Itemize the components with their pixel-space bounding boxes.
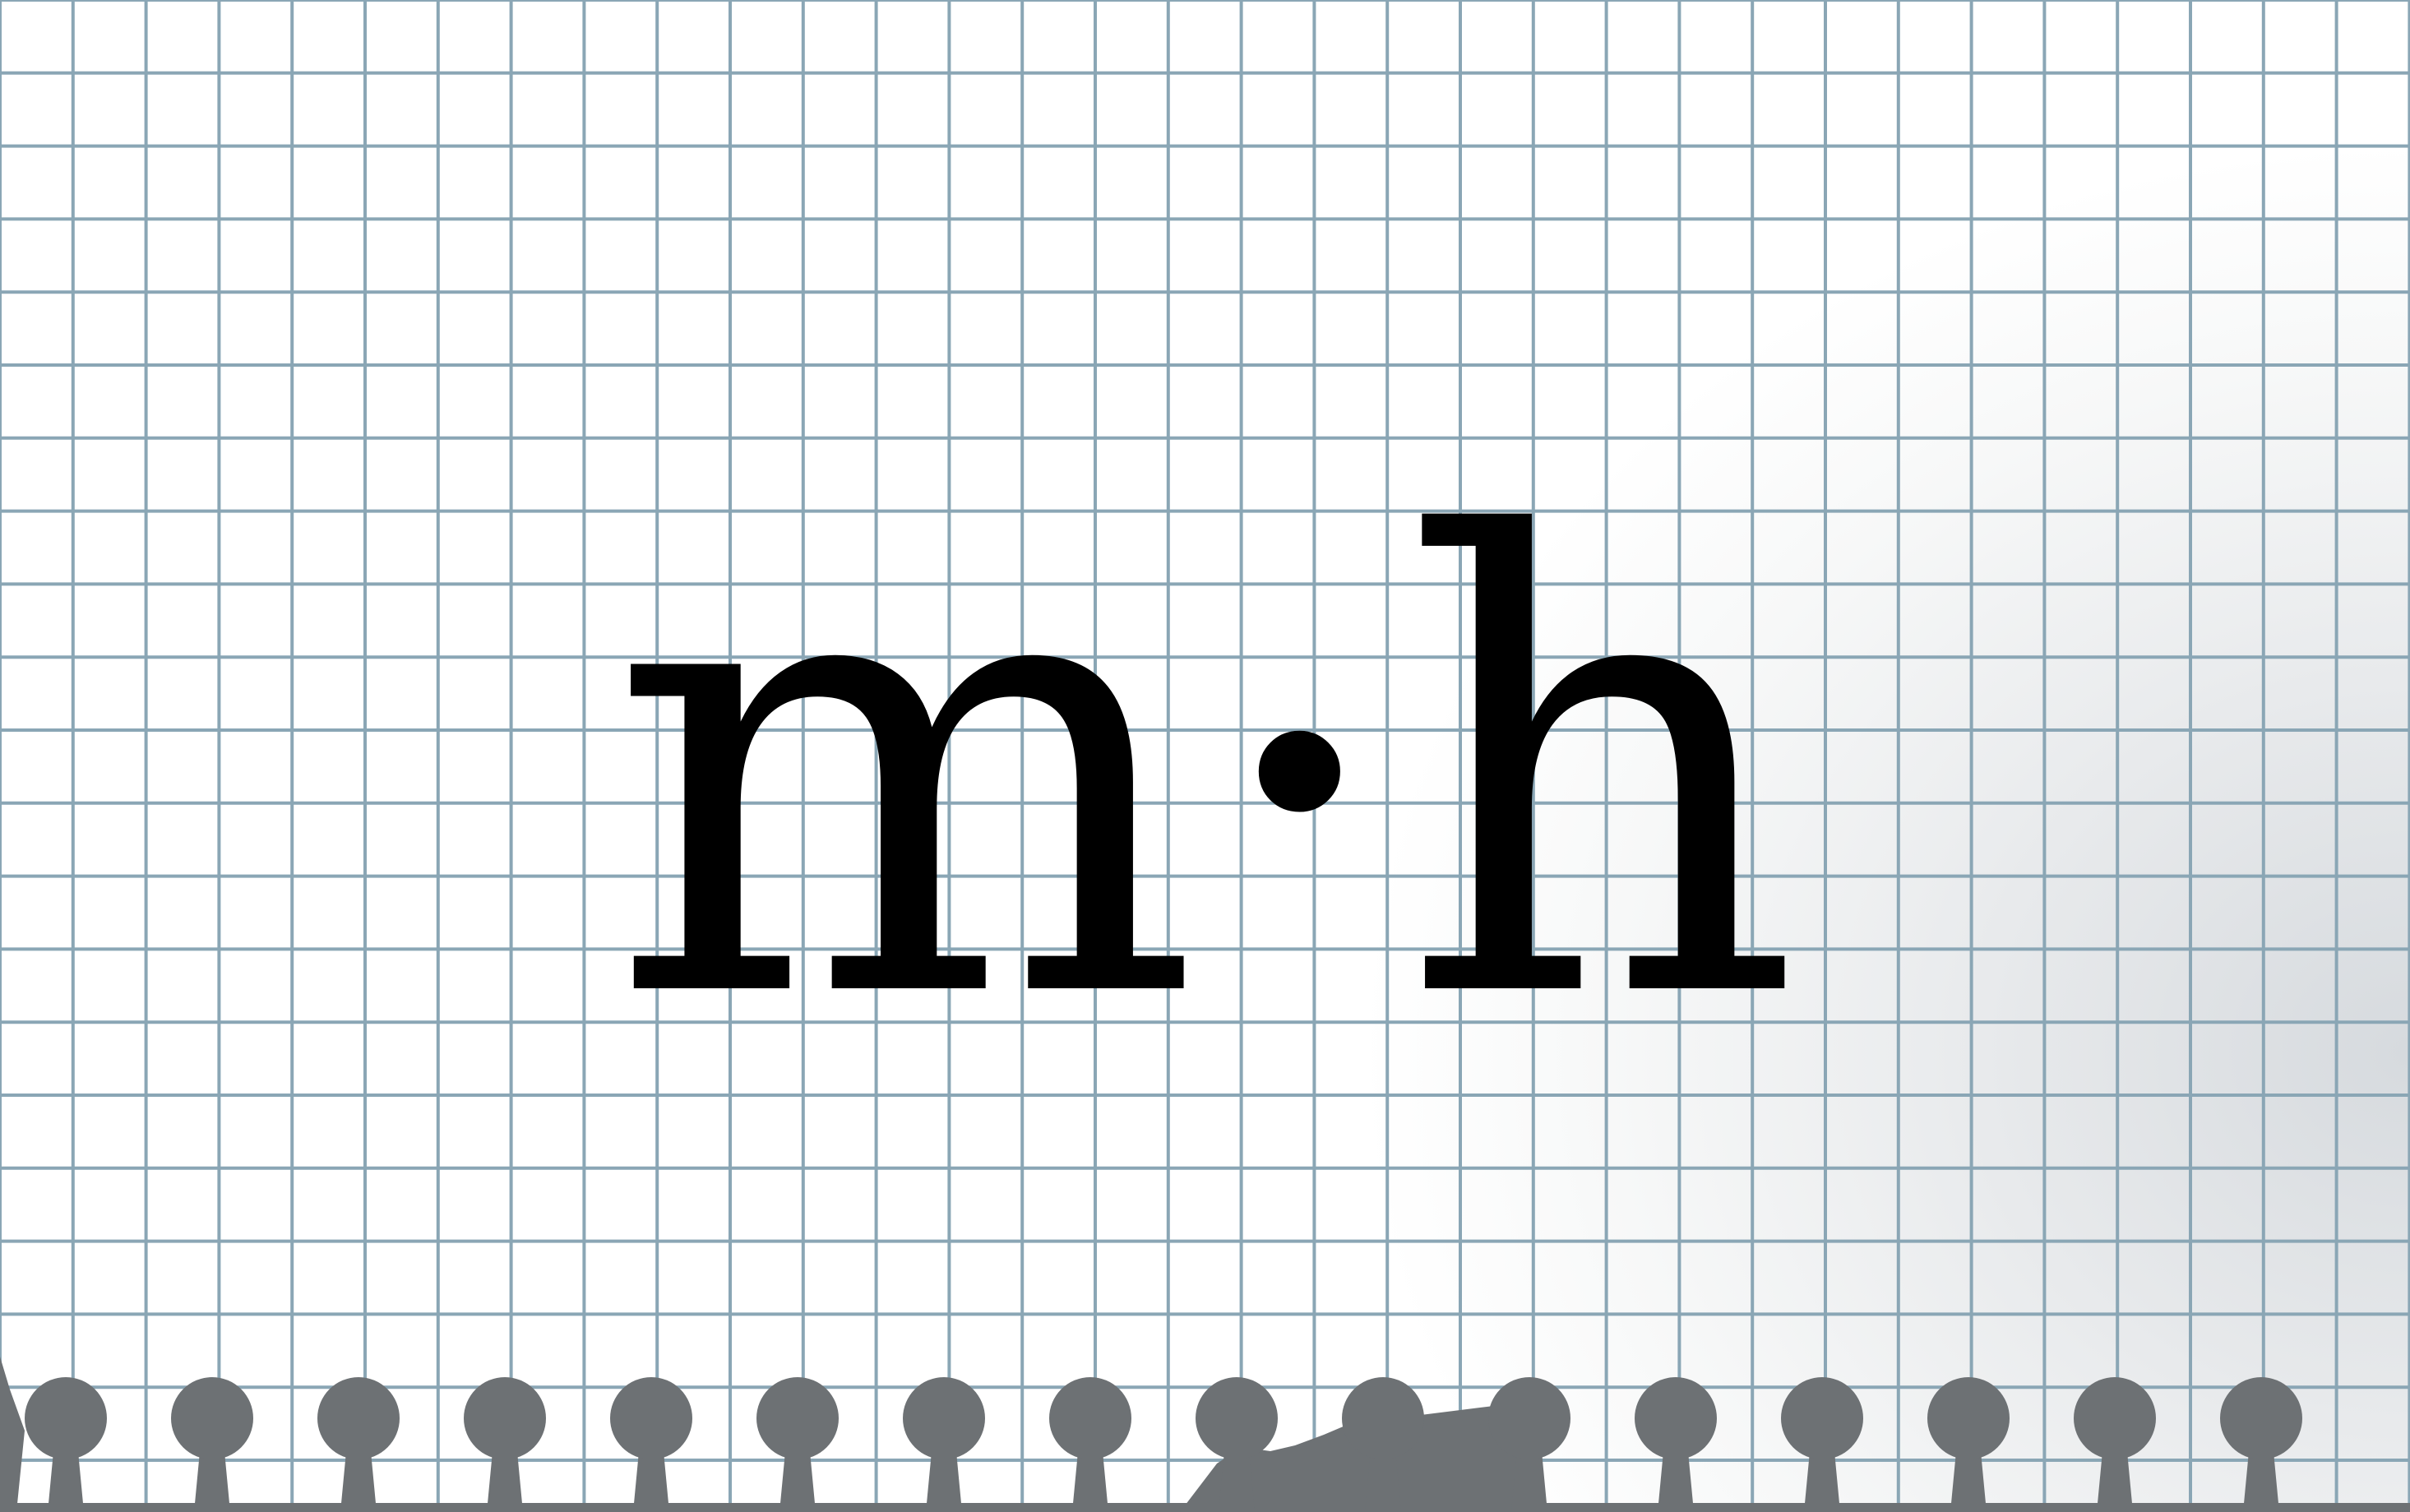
binding-tab	[1072, 1443, 1108, 1512]
binding-tab	[1511, 1443, 1547, 1512]
binding-hole	[756, 1377, 839, 1459]
binding-hole	[1342, 1377, 1424, 1459]
binding-hole	[610, 1377, 692, 1459]
binding-tab	[2097, 1443, 2133, 1512]
binding-tab	[779, 1443, 816, 1512]
binding-hole	[317, 1377, 400, 1459]
binding-tab	[926, 1443, 962, 1512]
binding-tab	[633, 1443, 669, 1512]
binding-tab	[1804, 1443, 1840, 1512]
binding-hole	[1049, 1377, 1131, 1459]
binding-hole	[1196, 1377, 1278, 1459]
binding-tab	[1658, 1443, 1694, 1512]
binding-tab	[487, 1443, 523, 1512]
binding-tab	[1365, 1443, 1401, 1512]
binding-hole	[25, 1377, 107, 1459]
binding-tab	[340, 1443, 377, 1512]
torn-paper-fragment	[1180, 1403, 1538, 1512]
binding-hole	[464, 1377, 546, 1459]
binding-hole	[171, 1377, 253, 1459]
binding-hole	[1488, 1377, 1570, 1459]
binding-hole	[2074, 1377, 2156, 1459]
binding-tab	[194, 1443, 230, 1512]
binding-hole	[1927, 1377, 2010, 1459]
formula-text: m·h	[608, 409, 1802, 1136]
binding-tab	[48, 1443, 84, 1512]
binding-hole	[1635, 1377, 1717, 1459]
binding-hole	[1781, 1377, 1863, 1459]
binding-hole	[2220, 1377, 2302, 1459]
binding-tab	[1219, 1443, 1255, 1512]
binding-hole	[903, 1377, 985, 1459]
binding-tab	[2243, 1443, 2279, 1512]
torn-edge-left	[0, 1357, 25, 1512]
binding-tab	[1950, 1443, 1987, 1512]
